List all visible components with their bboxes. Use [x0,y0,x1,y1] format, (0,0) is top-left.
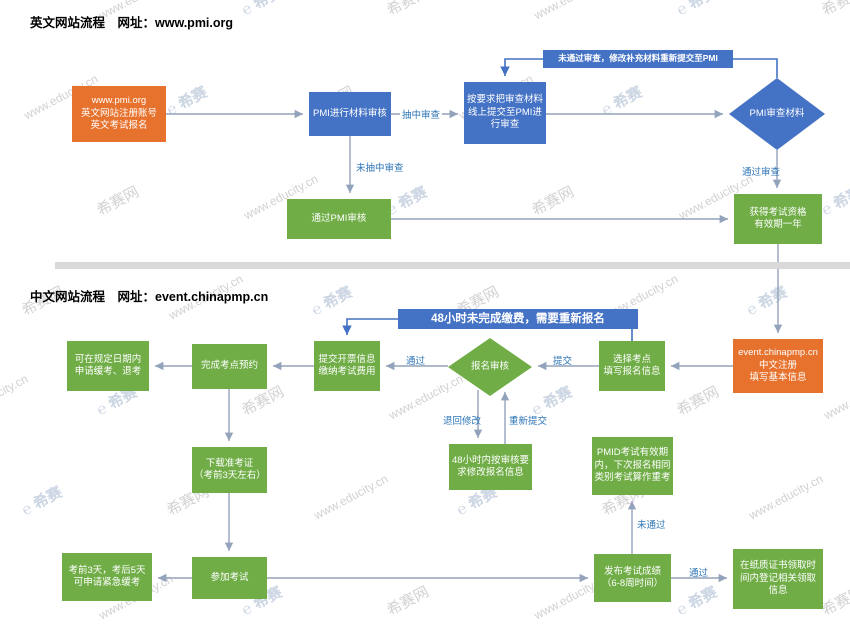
node-pmid-retake: PMID考试有效期 内，下次报名相同 类别考试算作重考 [592,437,673,495]
edge-label-audit-pass: 通过 [406,356,426,367]
node-admission-ticket: 下载准考证 （考前3天左右） [192,447,267,493]
edge-label-picked-audit: 抽中审查 [400,107,443,121]
node-defer-withdraw: 可在规定日期内 申请缓考、退考 [67,341,149,391]
node-certificate-pickup: 在纸质证书领取时 间内登记相关领取 信息 [733,549,823,609]
node-cn-site-register: event.chinapmp.cn 中文注册 填写基本信息 [733,339,823,393]
edge-label-result-pass: 通过 [689,568,709,579]
node-choose-site: 选择考点 填写报名信息 [599,341,665,391]
section-divider [55,262,850,269]
section-title-cn: 中文网站流程 网址：event.chinapmp.cn [30,290,269,304]
node-repay-banner: 48小时未完成缴费，需要重新报名 [398,309,638,329]
node-resubmit-note: 未通过审查，修改补充材料重新提交至PMI [543,50,733,68]
node-take-exam: 参加考试 [192,557,267,599]
edge-label-not-picked: 未抽中审查 [356,163,404,174]
edge-label-resubmit: 重新提交 [509,416,548,427]
node-modify-48h: 48小时内按审核要 求修改报名信息 [449,444,532,490]
node-submit-audit-material: 按要求把审查材料 线上提交至PMI进 行审查 [464,82,546,144]
node-pmi-material-review: PMI进行材料审核 [309,92,391,136]
edge-label-submit: 提交 [553,356,573,367]
node-invoice-payment: 提交开票信息 缴纳考试费用 [314,341,380,391]
node-urgent-defer: 考前3天，考后5天 可申请紧急缓考 [62,553,152,601]
edge-label-return-modify: 退回修改 [443,416,482,427]
node-site-appointment: 完成考点预约 [192,344,267,389]
edge-label-fail: 未通过 [637,520,666,531]
node-publish-results: 发布考试成绩 （6-8周时间） [594,554,671,602]
node-pmi-site-register: www.pmi.org 英文网站注册账号 英文考试报名 [72,86,166,142]
section-title-en: 英文网站流程 网址：www.pmi.org [30,16,234,30]
node-pass-pmi-review: 通过PMI审核 [287,199,391,239]
node-qualification: 获得考试资格 有效期一年 [734,194,822,244]
edge-label-review-pass: 通过审查 [742,167,781,178]
